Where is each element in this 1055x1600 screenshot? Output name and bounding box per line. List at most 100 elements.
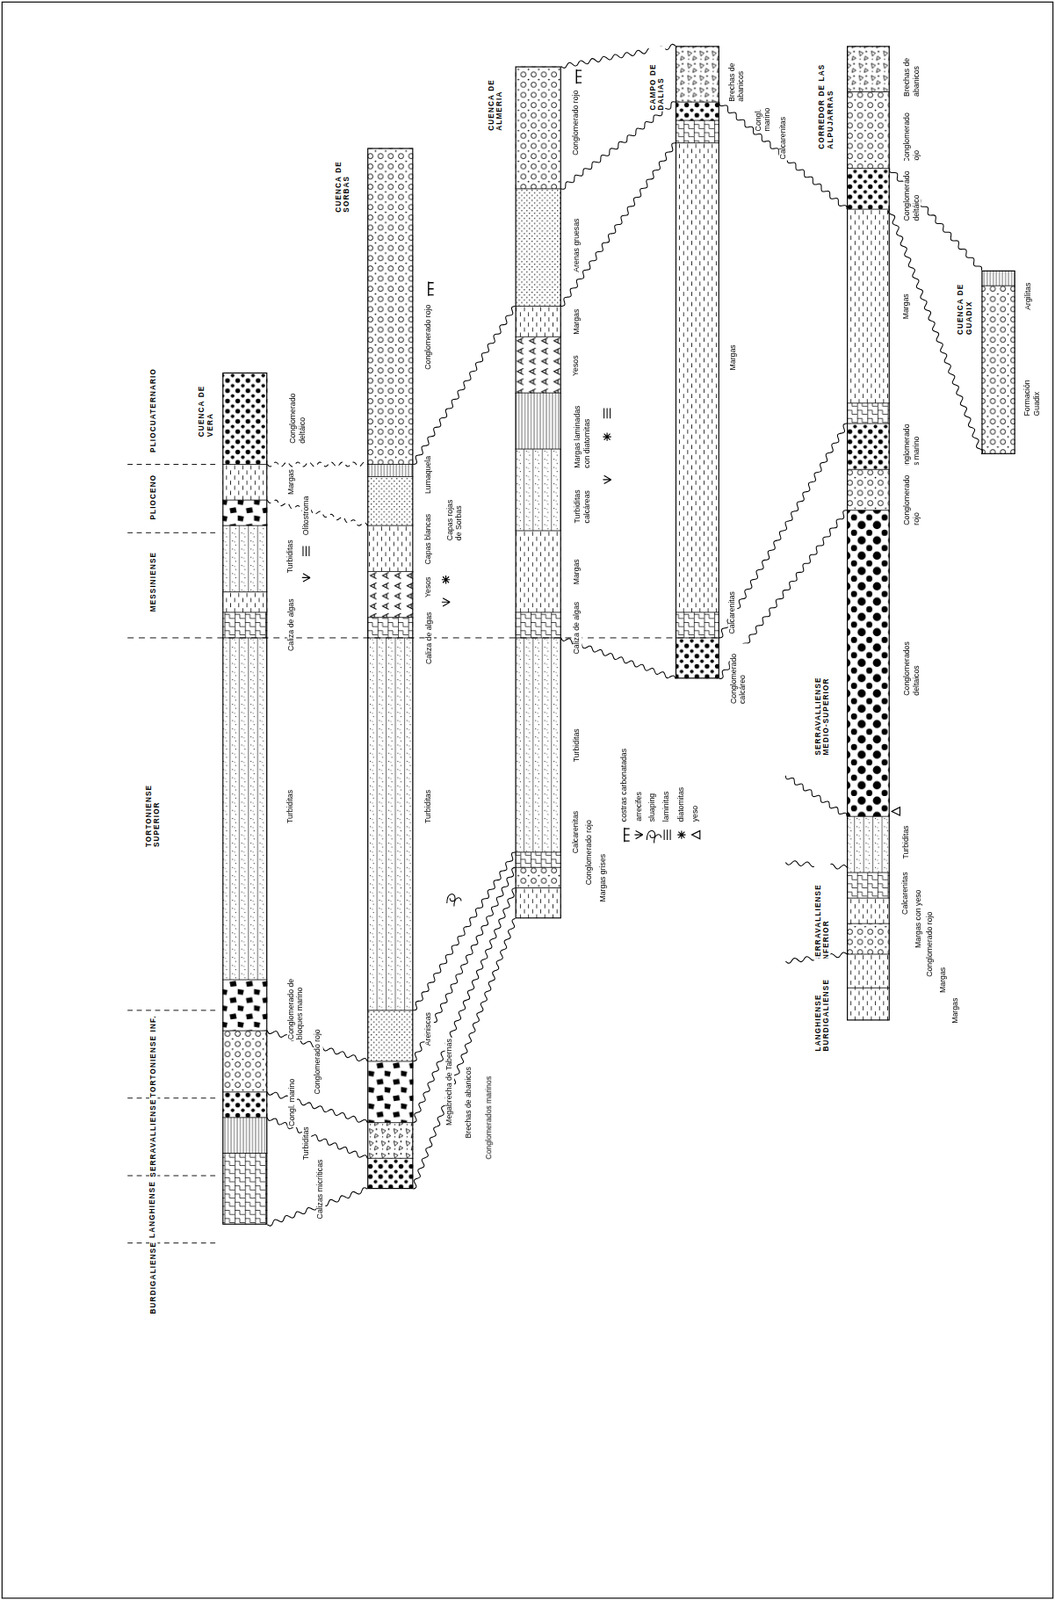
layer-label: Conglomerado deltáico [289, 382, 307, 445]
layer-boundary [675, 120, 720, 122]
unconformity-line [267, 1117, 368, 1158]
layer-boundary [846, 816, 890, 817]
layer-label: Turbiditas [424, 787, 434, 824]
rock-layer [515, 530, 562, 613]
rock-layer [846, 510, 890, 817]
age-label: PLIOCUATERNARIO [148, 367, 157, 454]
layer-boundary [515, 392, 562, 394]
layer-boundary [367, 1121, 413, 1123]
reef-symbol [441, 598, 450, 607]
layer-label: Conglomerados marinos [484, 1074, 494, 1160]
layer-label: Conglomerado rojo [571, 88, 581, 156]
rock-layer [222, 372, 268, 465]
layer-boundary [367, 463, 413, 465]
column-heading: CORREDOR DE LAS ALPUJARRAS [817, 45, 835, 150]
layer-boundary [222, 979, 268, 981]
layer-boundary [675, 611, 720, 613]
age-separator [127, 1097, 217, 1099]
rock-layer [675, 45, 720, 102]
layer-boundary [515, 611, 562, 613]
rock-layer [846, 872, 890, 898]
layer-boundary [367, 476, 413, 477]
rock-layer [367, 1010, 413, 1062]
time-line [127, 636, 720, 638]
legend-text: laminitas [662, 789, 672, 823]
age-separator [127, 1175, 217, 1177]
rock-layer [846, 209, 890, 404]
unconformity-line [719, 423, 847, 638]
rock-layer [846, 897, 890, 924]
legend-text: diatomitas [677, 785, 687, 823]
unconformity-line [561, 143, 676, 307]
layer-label: Brechas de abanicos [728, 50, 746, 102]
rock-layer [515, 637, 562, 853]
column-heading: CUENCA DE ALMERIA [487, 66, 505, 132]
unconformity-line [785, 775, 847, 817]
layer-label: Capas rojas de Sorbas [446, 490, 464, 542]
layer-boundary [367, 525, 413, 527]
layer-boundary [367, 1157, 413, 1159]
layer-boundary [222, 591, 268, 593]
stratigraphic-column: CUENCA DE GUADIX [981, 270, 1015, 455]
rock-layer [367, 463, 413, 477]
age-label: SERRAVALLIENSE MEDIO-SUPERIOR [814, 651, 831, 756]
rock-layer [515, 336, 562, 393]
layer-boundary [222, 611, 268, 613]
rock-layer [222, 499, 268, 526]
slump-symbol [646, 830, 661, 843]
rock-layer [675, 612, 720, 638]
layer-label: Calcarenitas [779, 115, 788, 160]
rock-layer [222, 612, 268, 638]
layer-label: Caliza de algas [286, 597, 296, 652]
layer-label: Argilitas [1024, 281, 1034, 311]
rock-layer [981, 270, 1015, 286]
layer-boundary [367, 1060, 413, 1062]
rock-layer [515, 888, 562, 919]
layer-label: Areniscas [424, 1010, 434, 1047]
layer-label: Caliza de algas [424, 610, 434, 665]
layer-label: Conglomerado rojo [313, 1027, 323, 1095]
rock-layer [846, 168, 890, 210]
layer-label: Conglomerado rojo [903, 464, 921, 527]
layer-boundary [222, 1152, 268, 1154]
diatomite-symbol [677, 830, 686, 839]
rock-layer [846, 987, 890, 1020]
stratigraphic-column: CORREDOR DE LAS ALPUJARRAS [846, 45, 890, 1020]
reef-symbol [634, 830, 643, 839]
layer-label: Margas grises [599, 852, 608, 903]
layer-label: Margas [571, 307, 581, 335]
layer-boundary [846, 402, 890, 404]
column-heading: CAMPO DE DALIAS [649, 45, 666, 111]
layer-label: Margas [571, 557, 581, 586]
rock-layer [222, 463, 268, 500]
rock-layer [367, 1122, 413, 1159]
layer-label: Margas [728, 343, 738, 371]
crust-symbol [624, 827, 630, 842]
slump-symbol [447, 893, 462, 906]
rock-layer [222, 525, 268, 592]
layer-label: Turbiditas [286, 787, 296, 824]
layer-boundary [515, 529, 562, 531]
layer-label: Turbiditas calcáreas [573, 476, 592, 524]
layer-label: Margas [950, 996, 960, 1024]
rock-layer [367, 637, 413, 1011]
column-heading: CUENCA DE VERA [197, 372, 215, 438]
stratigraphic-column: CUENCA DE ALMERIA [515, 65, 562, 918]
layer-label: Turbiditas [901, 823, 911, 860]
rock-layer [367, 1157, 413, 1189]
rock-layer [515, 852, 562, 868]
layer-label: Calcarenitas [728, 589, 738, 635]
layer-boundary [675, 142, 720, 144]
rock-layer [222, 1030, 268, 1092]
rock-layer [846, 816, 890, 873]
rock-layer [675, 637, 720, 679]
layer-label: Conglomerado rojo [925, 910, 935, 977]
age-label: MESSINIENSE [148, 550, 157, 614]
layer-boundary [846, 423, 890, 425]
layer-label: Arenas gruesas [571, 216, 581, 273]
layer-boundary [515, 867, 562, 868]
age-label: SERRAVALLIENSE [148, 1097, 157, 1178]
layer-boundary [222, 499, 268, 501]
legend-text: yeso [691, 803, 701, 823]
